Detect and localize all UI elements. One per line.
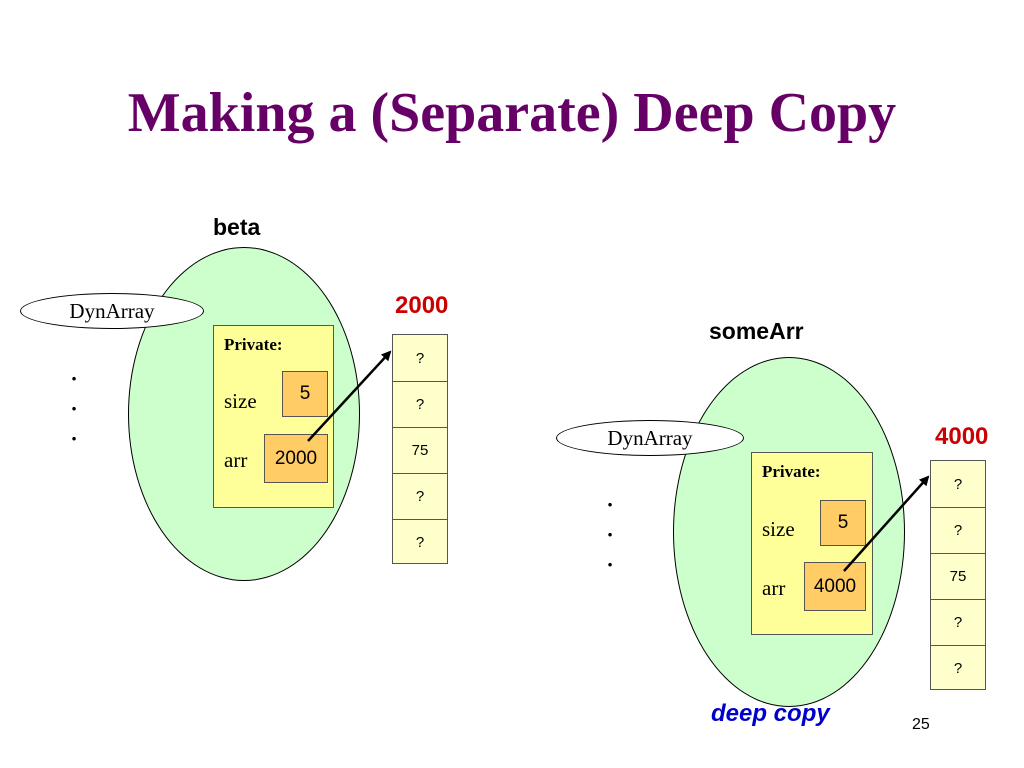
slide-title: Making a (Separate) Deep Copy	[127, 82, 897, 144]
array-cell: ?	[931, 645, 985, 691]
array-cell: ?	[393, 473, 447, 519]
ellipsis-dot: ·	[70, 396, 78, 421]
array-cell: ?	[931, 599, 985, 645]
size-value-box: 5	[820, 500, 866, 546]
ellipsis-dot: ·	[606, 552, 614, 577]
size-field-label: size	[224, 389, 257, 413]
array-cell: ?	[393, 519, 447, 565]
type-label-pill: DynArray	[20, 293, 204, 329]
type-label-pill: DynArray	[556, 420, 744, 456]
page-number: 25	[912, 716, 930, 733]
array-cell: 75	[393, 427, 447, 473]
size-value-box: 5	[282, 371, 328, 417]
array-cell: ?	[393, 381, 447, 427]
array-cell: 75	[931, 553, 985, 599]
size-field-label: size	[762, 517, 795, 541]
array-cell: ?	[953, 475, 963, 493]
array-address: 4000	[935, 423, 989, 450]
array-address: 2000	[395, 292, 449, 319]
private-label: Private:	[224, 335, 283, 354]
arr-pointer-box: 4000	[804, 562, 866, 611]
ellipsis-dot: ·	[606, 492, 614, 517]
object-name: someArr	[709, 318, 804, 344]
arr-field-label: arr	[224, 448, 248, 472]
ellipsis-dot: ·	[70, 366, 78, 391]
array-cell: ?	[931, 507, 985, 553]
heap-array: ? ? 75 ? ?	[392, 334, 448, 564]
private-label: Private:	[762, 462, 821, 481]
arr-pointer-box: 2000	[264, 434, 328, 483]
heap-array: ? ? 75 ? ?	[930, 460, 986, 690]
pointer-arrow	[307, 350, 392, 442]
array-cell: ?	[415, 349, 425, 367]
ellipsis-dot: ·	[606, 522, 614, 547]
object-name: beta	[213, 214, 261, 240]
deep-copy-caption: deep copy	[711, 700, 830, 727]
arr-field-label: arr	[762, 576, 786, 600]
pointer-arrow	[843, 475, 930, 572]
ellipsis-dot: ·	[70, 426, 78, 451]
